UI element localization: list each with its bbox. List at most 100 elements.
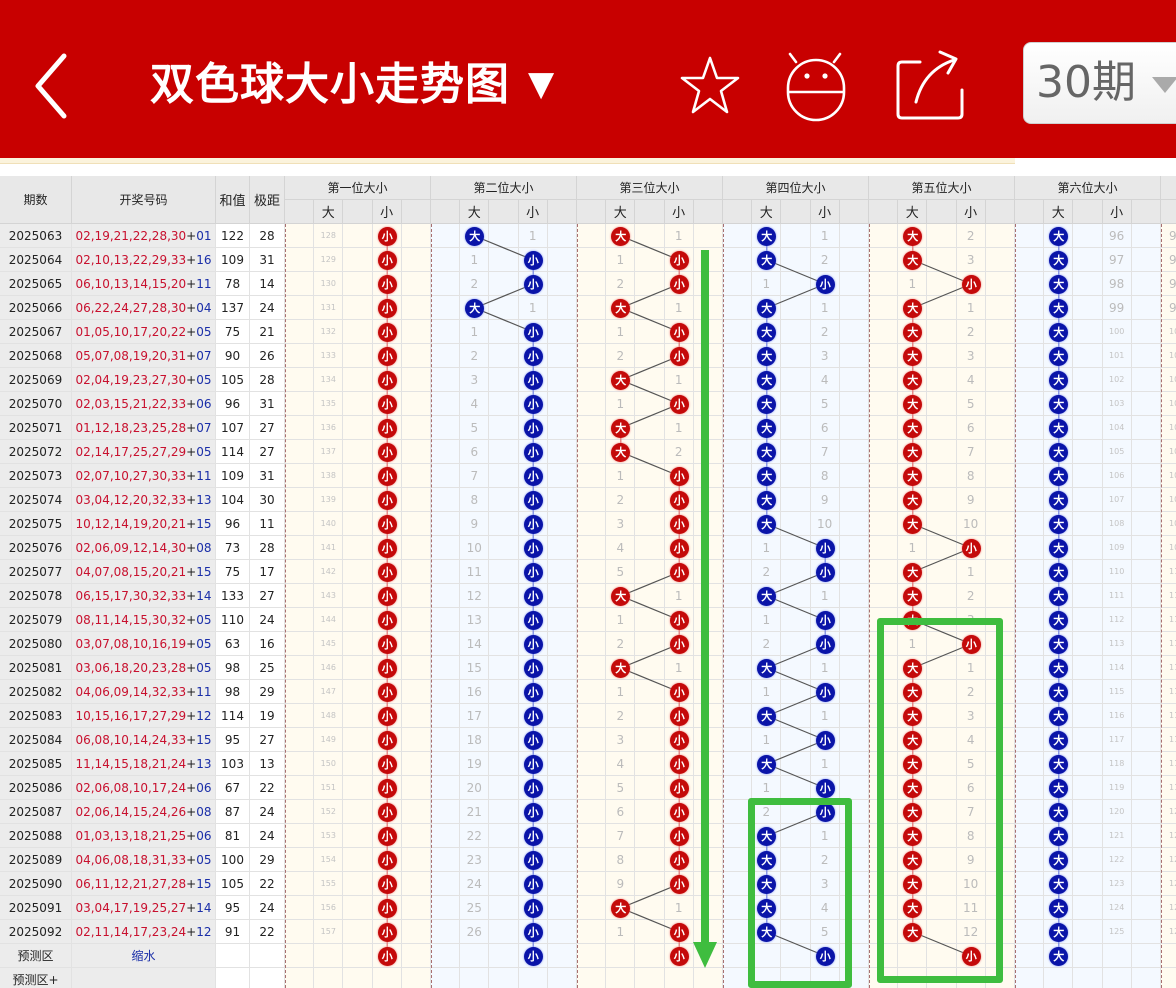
period-cell: 2025092: [0, 920, 72, 944]
omission-count: 1: [606, 920, 636, 944]
next-col-partial: 107: [1161, 488, 1176, 512]
trend-cell: [343, 800, 373, 824]
small-ball: 小: [377, 706, 397, 726]
small-ball: 小: [377, 946, 397, 966]
small-ball: 小: [377, 874, 397, 894]
small-ball: 小: [669, 274, 689, 294]
header-spacer: [869, 200, 899, 224]
big-ball: 大: [611, 298, 631, 318]
blue-ball: 06: [196, 780, 212, 795]
period-cell: 2025085: [0, 752, 72, 776]
favorite-button[interactable]: [672, 40, 748, 126]
trend-cell: [547, 416, 577, 440]
blue-ball: 06: [196, 396, 212, 411]
trend-cell: [285, 464, 315, 488]
omission-count: 16: [460, 680, 490, 704]
sum-cell: 114: [216, 704, 250, 728]
period-count-value: 30期: [1036, 57, 1136, 108]
omission-count: 8: [460, 488, 490, 512]
plus-sign: +: [186, 468, 197, 483]
trend-cell: [839, 752, 869, 776]
plus-sign: +: [186, 252, 197, 267]
omission-count: 154: [314, 848, 344, 872]
trend-cell: [1131, 872, 1161, 896]
blue-ball: 08: [196, 540, 212, 555]
trend-cell: [781, 872, 811, 896]
small-ball: 小: [523, 706, 543, 726]
trend-cell: [1015, 392, 1045, 416]
draw-numbers: 10,12,14,19,20,21+15: [72, 512, 216, 536]
trend-cell: [839, 656, 869, 680]
omission-count: 18: [460, 728, 490, 752]
trend-cell: [285, 512, 315, 536]
omission-count: 131: [314, 296, 344, 320]
trend-cell: [1131, 920, 1161, 944]
trend-cell: [285, 800, 315, 824]
period-count-select[interactable]: 30期: [1023, 42, 1176, 124]
omission-count: 1: [606, 248, 636, 272]
trend-cell: [781, 560, 811, 584]
trend-cell: [839, 320, 869, 344]
trend-cell: [927, 368, 957, 392]
big-ball: 大: [1049, 514, 1069, 534]
header-big: 大: [752, 200, 782, 224]
header-span: 极距: [250, 176, 285, 224]
small-ball: 小: [377, 346, 397, 366]
trend-cell: [1131, 848, 1161, 872]
small-ball: 小: [523, 730, 543, 750]
omission-count: 1: [810, 752, 840, 776]
sum-cell: 73: [216, 536, 250, 560]
period-cell: 2025088: [0, 824, 72, 848]
span-cell: 29: [250, 680, 285, 704]
trend-cell: [1073, 488, 1103, 512]
omission-count: 111: [1102, 584, 1132, 608]
trend-cell: [431, 560, 461, 584]
small-ball: 小: [669, 682, 689, 702]
trend-cell: [781, 440, 811, 464]
omission-count: 3: [810, 872, 840, 896]
plus-sign: +: [186, 660, 197, 675]
page-title-dropdown[interactable]: 双色球大小走势图▼: [150, 52, 555, 116]
omission-count: 120: [1102, 800, 1132, 824]
trend-cell: [1073, 464, 1103, 488]
period-cell: 2025087: [0, 800, 72, 824]
trend-cell: [1131, 776, 1161, 800]
trend-cell: [1131, 464, 1161, 488]
small-ball: 小: [523, 466, 543, 486]
header-spacer: [343, 200, 373, 224]
shrink-link[interactable]: 缩水: [72, 944, 216, 968]
share-button[interactable]: [890, 40, 966, 126]
next-col-partial: 110: [1161, 560, 1176, 584]
trend-cell: [577, 896, 607, 920]
span-cell: 31: [250, 248, 285, 272]
back-button[interactable]: [28, 48, 78, 124]
red-balls: 02,10,13,22,29,33: [75, 252, 187, 267]
period-cell: 2025076: [0, 536, 72, 560]
omission-count: 133: [314, 344, 344, 368]
trend-cell: [781, 488, 811, 512]
omission-count: 149: [314, 728, 344, 752]
trend-cell: [869, 536, 899, 560]
trend-cell: [1102, 944, 1132, 968]
trend-cell: [985, 512, 1015, 536]
small-ball: 小: [377, 466, 397, 486]
trend-cell: [839, 536, 869, 560]
trend-cell: [547, 296, 577, 320]
small-ball: 小: [523, 274, 543, 294]
big-ball: 大: [757, 514, 777, 534]
header-small: 小: [956, 200, 986, 224]
header-spacer: [577, 200, 607, 224]
trend-cell: [606, 968, 636, 988]
omission-count: 105: [1102, 440, 1132, 464]
plus-sign: +: [186, 732, 197, 747]
red-balls: 06,11,12,21,27,28: [75, 876, 187, 891]
header-spacer: [1073, 200, 1103, 224]
omission-count: 7: [956, 440, 986, 464]
trend-cell: [1131, 224, 1161, 248]
robot-button[interactable]: [778, 40, 854, 126]
trend-cell: [547, 800, 577, 824]
header-big: 大: [606, 200, 636, 224]
predict-span: [250, 944, 285, 968]
small-ball: 小: [815, 538, 835, 558]
small-ball: 小: [523, 418, 543, 438]
